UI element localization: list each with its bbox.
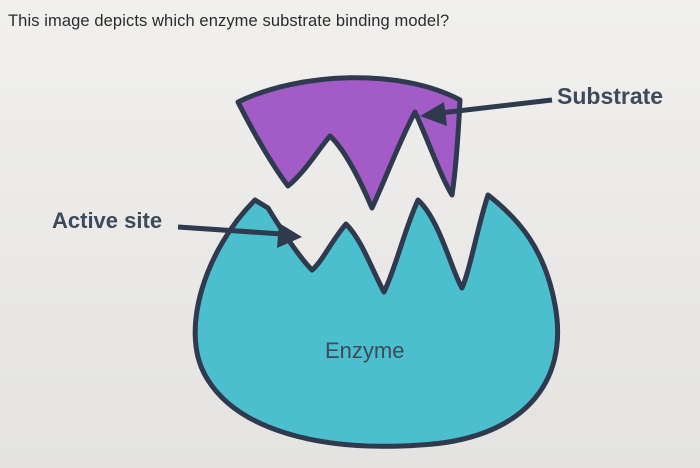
substrate-arrow-head xyxy=(420,102,447,126)
enzyme-shape xyxy=(192,192,561,449)
question-text: This image depicts which enzyme substrat… xyxy=(8,12,450,30)
substrate-shape xyxy=(235,75,463,211)
substrate-label: Substrate xyxy=(557,83,663,109)
substrate-arrow-line xyxy=(439,97,553,116)
enzyme-label: Enzyme xyxy=(325,338,404,363)
active-site-arrow-line xyxy=(177,224,283,237)
active-site-arrow-head xyxy=(277,223,302,248)
active-site-label: Active site xyxy=(52,208,162,233)
